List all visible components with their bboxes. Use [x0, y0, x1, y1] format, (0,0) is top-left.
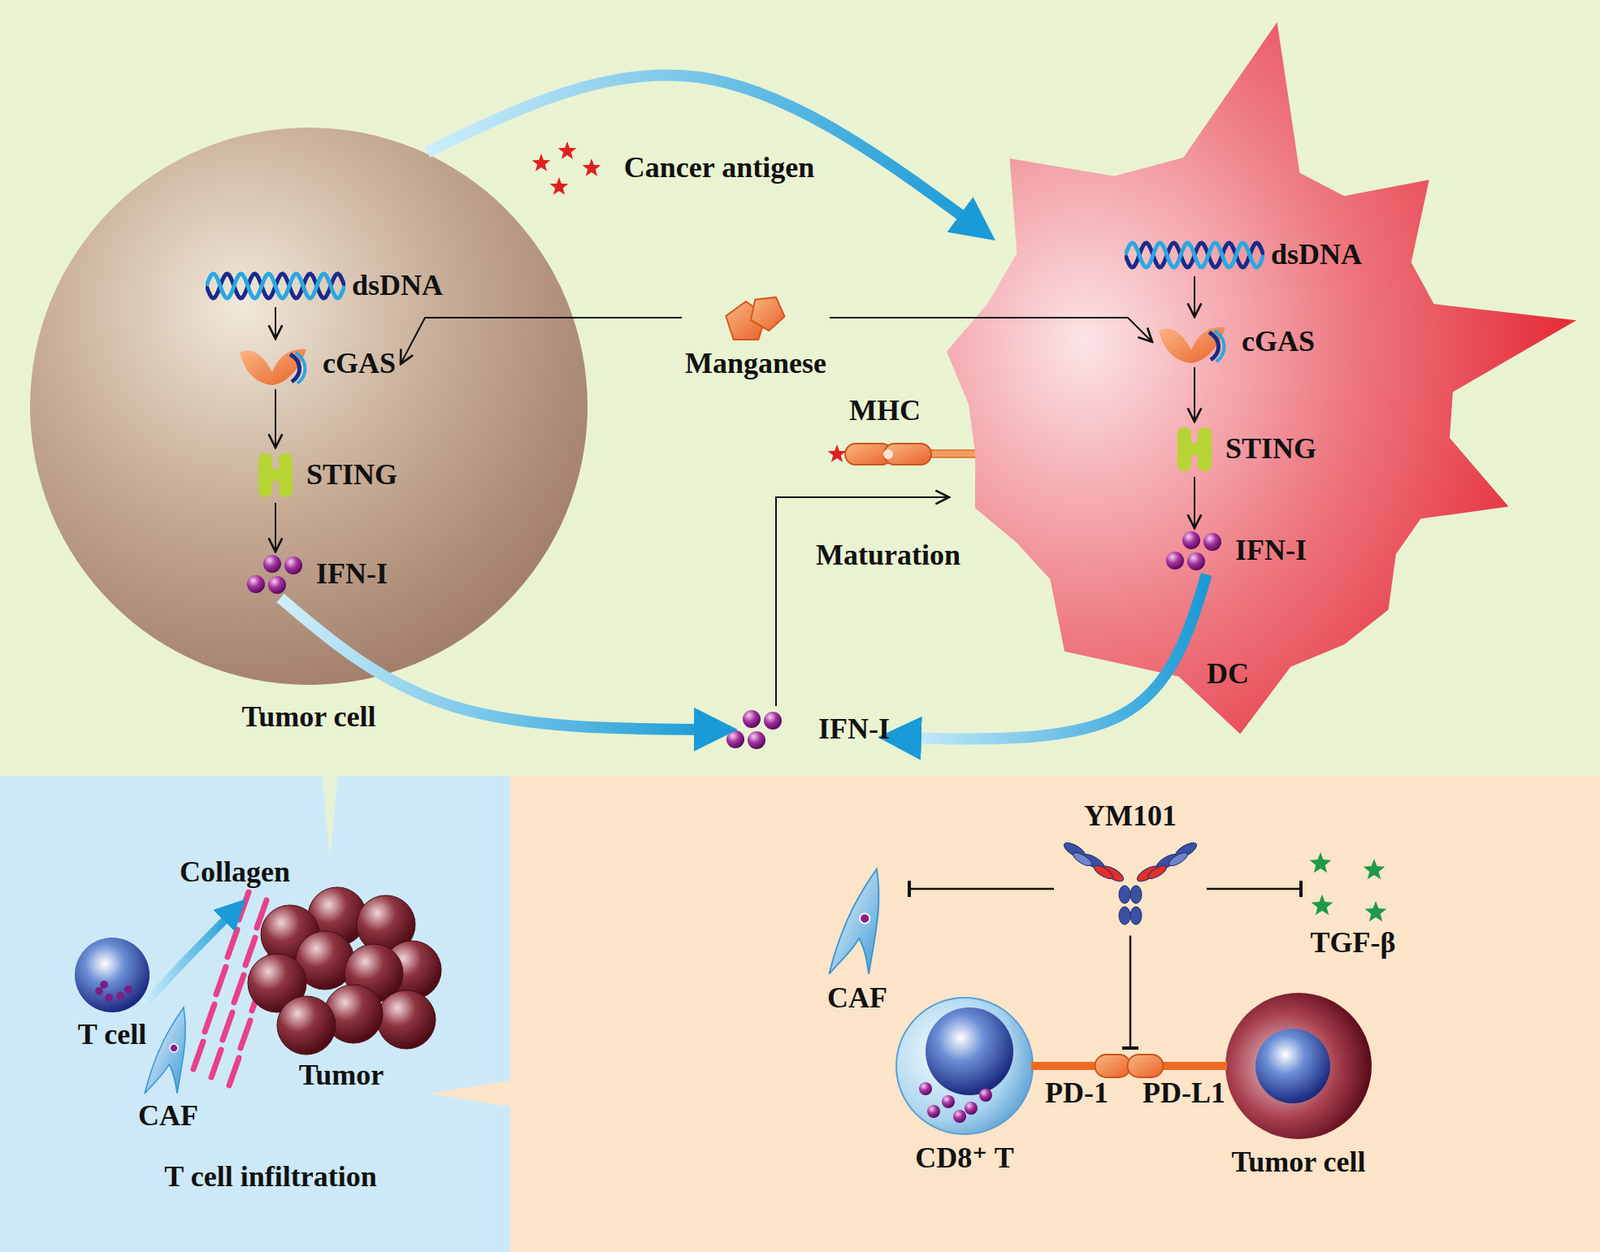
- tumor-cell-circle: Tumor celldsDNAcGASSTINGIFN-I: [28, 125, 590, 687]
- dots-icon: [724, 709, 786, 751]
- inhibition-line: [1129, 936, 1132, 1049]
- part-label: MHC: [849, 394, 921, 428]
- ifn-node: IFN-I: [244, 554, 388, 595]
- cgas-icon: [238, 341, 313, 387]
- sting-icon: [255, 450, 295, 501]
- node-label: cGAS: [322, 347, 396, 381]
- edge-label: Maturation: [815, 539, 961, 573]
- node-label: dsDNA: [1270, 238, 1362, 272]
- antigen-star: [550, 177, 569, 196]
- node-label: Manganese: [685, 347, 827, 381]
- node-label: STING: [1225, 433, 1317, 466]
- sting-icon: [1175, 424, 1215, 475]
- part-label: Collagen: [179, 856, 291, 889]
- tgf-beta: TGF-β: [1304, 849, 1402, 960]
- node-label: T cell: [78, 1018, 147, 1052]
- tcell-icon: [71, 934, 153, 1016]
- node-label: CD8⁺ T: [914, 1142, 1014, 1176]
- greenstars-icon: [1304, 849, 1402, 924]
- ifn-node: IFN-I: [724, 709, 890, 751]
- node-label: IFN-I: [1235, 534, 1307, 568]
- arrow-connector: [776, 497, 950, 707]
- cgas-node: cGAS: [1157, 319, 1315, 365]
- tumor-cell-circle-shape: [28, 125, 590, 687]
- node-label: CAF: [138, 1100, 199, 1133]
- t-cell: T cell: [71, 934, 153, 1052]
- helix-icon: [205, 267, 346, 305]
- inhibition-line: [909, 888, 1054, 891]
- dendritic-cell: DC dsDNA cGAS STING IFN-I: [861, 8, 1589, 740]
- caf-cell: CAF: [808, 865, 907, 1015]
- cgas-icon: [1157, 319, 1232, 365]
- tumor-cluster: Tumor: [239, 885, 443, 1093]
- pd1-receptor: [1095, 1054, 1132, 1078]
- arrow-connector: [427, 74, 978, 228]
- antigen-star: [828, 444, 847, 463]
- node-label: DC: [1206, 658, 1249, 691]
- arrow-connector: [1031, 1062, 1228, 1071]
- dots-icon: [244, 554, 307, 595]
- mn-icon: [721, 290, 790, 345]
- inhibition-line: [1206, 888, 1301, 891]
- dendritic-cell-shape: [861, 8, 1589, 740]
- node-label: cGAS: [1241, 325, 1315, 359]
- node-label: TGF-β: [1310, 927, 1397, 960]
- caf-cell: CAF: [138, 1005, 199, 1133]
- antigen-star: [532, 153, 551, 172]
- node-label: IFN-I: [818, 713, 890, 746]
- node-label: T cell infiltration: [164, 1161, 377, 1194]
- part-label: PD-1: [1044, 1077, 1109, 1111]
- helix-icon: [1124, 236, 1265, 274]
- node-label: dsDNA: [351, 269, 443, 303]
- antibody: YM101: [1057, 800, 1204, 930]
- cgas-node: cGAS: [238, 341, 396, 387]
- dsdna-node: dsDNA: [1124, 236, 1362, 274]
- manganese-node: Manganese: [685, 290, 827, 381]
- node-label: Tumor: [299, 1059, 385, 1093]
- part-label: PD-L1: [1142, 1077, 1226, 1111]
- antigen-star: [582, 158, 602, 177]
- node-label: Tumor cell: [241, 701, 376, 734]
- ifn-node: IFN-I: [1163, 530, 1307, 572]
- caf2-icon: [808, 865, 907, 980]
- sting-node: STING: [1175, 424, 1317, 475]
- cluster-icon: [239, 885, 443, 1057]
- cd8-t-cell: CD8⁺ T: [891, 992, 1038, 1176]
- node-label: Tumor cell: [1231, 1146, 1366, 1180]
- node-label: YM101: [1084, 800, 1177, 833]
- tumorcell-icon: [1221, 988, 1376, 1144]
- infiltration-panel: T cell infiltration T cellCAF Tumor: [0, 776, 511, 1252]
- antigen-star: [558, 141, 577, 160]
- node-label: STING: [306, 459, 398, 492]
- node-label: IFN-I: [316, 558, 388, 591]
- sting-node: STING: [255, 450, 398, 501]
- dsdna-node: dsDNA: [205, 267, 443, 305]
- cd8-icon: [891, 992, 1038, 1140]
- caf-icon: [139, 1005, 197, 1098]
- pdl1-ligand: [1127, 1054, 1164, 1078]
- antibody-icon: [1057, 836, 1204, 930]
- edge-label: Cancer antigen: [624, 151, 815, 185]
- node-label: CAF: [827, 982, 888, 1015]
- peach-panel: [510, 776, 1600, 1252]
- dots-icon: [1163, 530, 1226, 572]
- tumor-cell: Tumor cell: [1221, 988, 1376, 1180]
